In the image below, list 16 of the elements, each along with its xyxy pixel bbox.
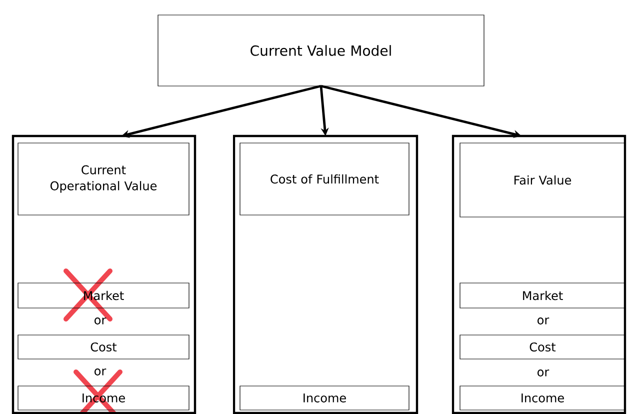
title-box: Current Value Model xyxy=(158,14,484,86)
connector-word: or xyxy=(538,370,550,376)
value-box: Income xyxy=(460,386,626,410)
connector-word: or xyxy=(538,318,550,324)
value-box: Cost xyxy=(18,334,190,360)
value-box: Market xyxy=(460,282,626,308)
header-box: Current Operational Value xyxy=(18,142,190,216)
value-box: Cost xyxy=(460,334,626,360)
column-box xyxy=(232,134,418,414)
connector-word: or xyxy=(94,318,106,324)
connector-word: or xyxy=(94,368,106,376)
column-box xyxy=(452,134,626,414)
column-box xyxy=(12,134,196,414)
value-box: Income xyxy=(240,386,410,410)
header-box: Cost of Fulfillment xyxy=(240,142,410,216)
header-box: Fair Value xyxy=(460,142,626,218)
